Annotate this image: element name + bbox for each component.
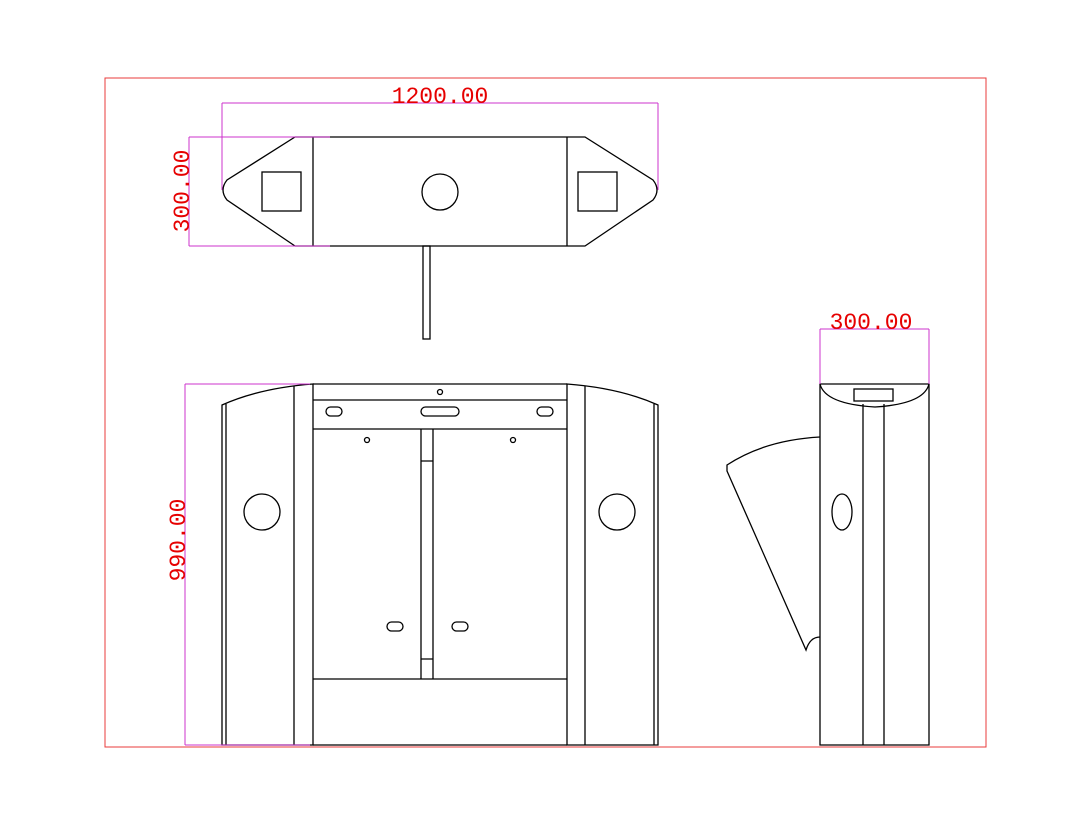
top-view [222,136,658,340]
side-view [726,383,930,746]
top-view-center-body [312,136,568,247]
front-hole-left [363,436,371,444]
top-view-left-reader [261,171,302,212]
side-width-dimension-line [819,328,930,384]
side-oval [831,493,853,531]
side-flap-wing [726,436,821,652]
front-right-cabinet [566,383,659,746]
top-view-center-circle [421,173,459,211]
front-right-cabinet-lines [584,386,655,745]
side-view-dimensions: 300.00 [819,310,930,384]
top-view-right-reader [577,171,618,212]
front-top-hole [436,388,444,396]
front-slot-center [420,406,460,417]
front-left-cabinet [221,383,314,746]
front-left-cabinet-lines [225,386,295,745]
top-view-right-cabinet [567,136,658,247]
front-slot-left [325,406,343,417]
front-lower-slot-left [386,621,404,632]
top-view-dimensions: 1200.00 300.00 [170,84,659,247]
depth-dimension-line [188,136,330,247]
top-depth-label: 300.00 [170,150,196,233]
side-body [819,383,930,746]
front-center-rails [313,383,567,746]
drawing-frame [104,77,987,748]
front-right-circle [598,493,636,531]
front-view [221,383,659,746]
height-dimension-line [184,383,310,746]
front-hole-right [509,436,517,444]
front-slot-right [536,406,554,417]
front-height-label: 990.00 [166,499,192,582]
width-dimension-line [221,102,659,190]
front-center-post [420,429,434,679]
top-width-label: 1200.00 [392,84,489,110]
side-width-label: 300.00 [830,310,913,336]
top-view-arm [422,245,431,340]
side-top-reader [853,388,894,402]
side-body-lines [862,404,885,745]
front-lower-slot-right [451,621,469,632]
front-view-dimensions: 990.00 [166,383,310,746]
side-top-curve [819,383,930,408]
top-view-left-cabinet [222,136,313,247]
front-left-circle [243,493,281,531]
